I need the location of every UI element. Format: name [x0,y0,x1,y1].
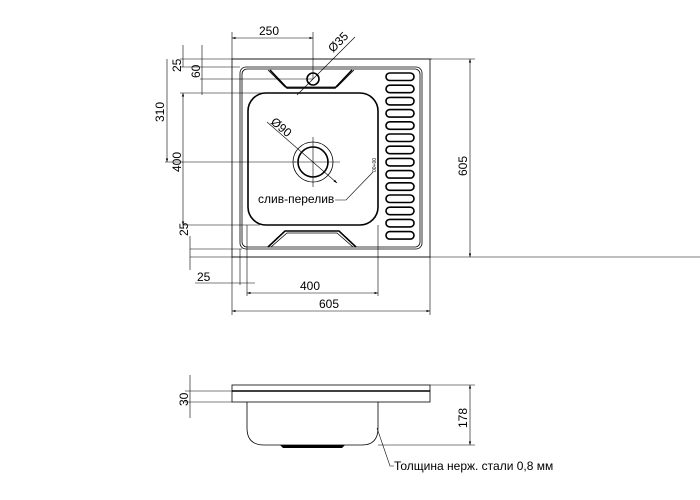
drainer-slot [385,169,415,179]
drain-profile [280,445,345,448]
drainer-slot [385,194,415,204]
drainer-slot [385,84,415,94]
drainer-slot [385,133,415,143]
drainer-slot [385,108,415,118]
dim-605-bottom: 605 [319,297,339,311]
drainer-slot [385,121,415,131]
dim-drain: Ø90 [268,115,295,141]
sink-rim [239,66,423,250]
bowl [247,92,379,226]
overflow-label: слив-перелив [258,192,334,206]
dim-250: 250 [259,24,279,38]
dim-605-right: 605 [456,156,470,176]
bowl-profile [246,402,379,446]
drainer-slot [385,206,415,216]
drainer-slot [385,96,415,106]
dim-60: 60 [189,64,203,78]
drainer-slot [385,157,415,167]
dim-25-left: 25 [177,222,191,236]
dim-tap-hole: Ø35 [325,29,351,55]
drainer-slot [385,145,415,155]
drainer-slot [385,72,415,82]
thickness-note: Толщина нерж. стали 0,8 мм [394,459,553,473]
drainer-slots [385,72,415,240]
dim-400-left: 400 [170,152,184,172]
dim-400-bottom: 400 [300,279,320,293]
dim-25-bottom: 25 [197,270,211,284]
drainer-slot [385,218,415,228]
drainer-slot [385,230,415,240]
overflow-mark: 00+00 [372,158,378,172]
drainer-slot [385,182,415,192]
bottom-recess [267,230,357,248]
side-view: 30 178 Толщина нерж. стали 0,8 мм [177,375,553,473]
dim-178: 178 [456,408,470,428]
sink-top-slab [231,384,431,403]
dim-25-top: 25 [170,58,184,72]
dim-310: 310 [153,102,167,122]
top-recess [267,69,355,88]
dim-30: 30 [177,392,191,406]
top-view: 250 Ø35 25 60 310 400 25 605 Ø90 00+00 с… [153,24,700,315]
